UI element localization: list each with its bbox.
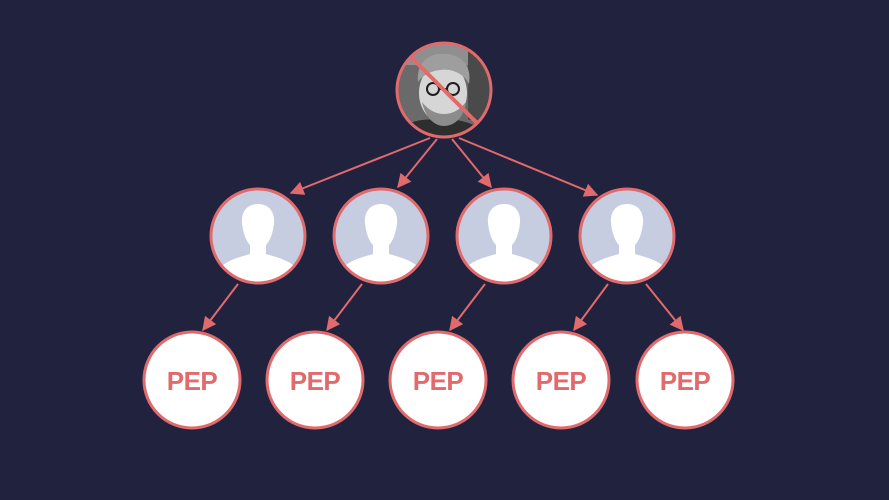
arrow-m1-to-b1 (326, 283, 363, 332)
pep-node: PEP (142, 330, 242, 430)
person-silhouette-icon (460, 204, 548, 283)
pep-label: PEP (536, 366, 587, 396)
pep-node: PEP (265, 330, 365, 430)
middle-node (209, 187, 307, 285)
person-silhouette-icon (214, 204, 302, 283)
person-silhouette-icon (337, 204, 425, 283)
arrow-m0-to-b0 (202, 283, 239, 332)
arrow-top-to-m2 (451, 138, 492, 189)
middle-node (332, 187, 430, 285)
pep-node: PEP (635, 330, 735, 430)
arrow-top-to-m3 (458, 137, 599, 197)
pep-node: PEP (511, 330, 611, 430)
connectors (202, 137, 684, 332)
middle-node (455, 187, 553, 285)
arrow-top-to-m1 (397, 138, 438, 189)
pep-node: PEP (388, 330, 488, 430)
arrow-m3-to-b3 (573, 283, 609, 332)
pep-label: PEP (167, 366, 218, 396)
pep-label: PEP (413, 366, 464, 396)
arrow-m2-to-b2 (449, 283, 486, 332)
pep-label: PEP (660, 366, 711, 396)
cross-out-slash (409, 55, 479, 125)
middle-node (578, 187, 676, 285)
arrow-m3-to-b4 (645, 283, 684, 332)
arrow-top-to-m0 (289, 137, 431, 195)
top-node (395, 41, 493, 139)
person-silhouette-icon (583, 204, 671, 283)
pep-label: PEP (290, 366, 341, 396)
